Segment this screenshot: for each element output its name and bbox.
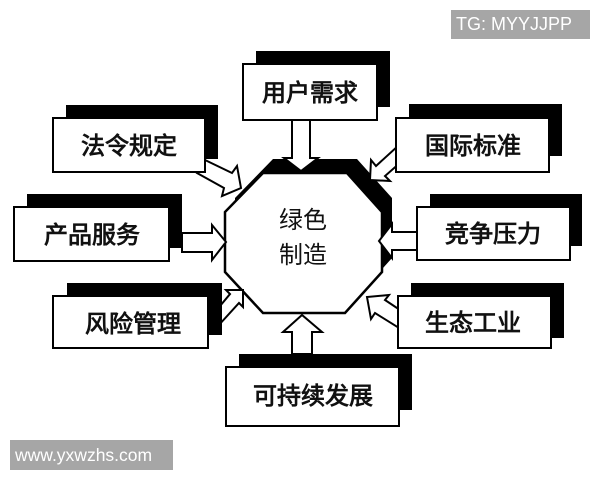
node-label: 国际标准 (425, 132, 521, 160)
node-eco-industry: 生态工业 (397, 283, 564, 349)
node-label: 用户需求 (262, 79, 358, 107)
node-regulations: 法令规定 (52, 105, 218, 173)
box (416, 206, 571, 261)
node-user-demand: 用户需求 (242, 51, 390, 121)
watermark-bottom-left: www.yxwzhs.com (10, 440, 173, 470)
center-octagon (223, 171, 384, 315)
node-label: 生态工业 (425, 309, 521, 337)
node-label: 产品服务 (44, 221, 141, 249)
watermark-top-right: TG: MYYJJPP (451, 10, 590, 39)
node-competition: 竞争压力 (416, 194, 582, 261)
arrow-down-icon (281, 119, 321, 173)
arrow-down-right-icon (195, 158, 243, 198)
box (242, 63, 378, 121)
box (52, 117, 206, 173)
node-intl-standards: 国际标准 (395, 104, 562, 173)
box (13, 206, 170, 262)
node-sustainability: 可持续发展 (225, 354, 412, 427)
node-product-service: 产品服务 (13, 194, 182, 262)
node-label: 竞争压力 (445, 220, 541, 248)
center-label-line2: 制造 (279, 241, 327, 269)
box (52, 295, 209, 349)
node-risk-management: 风险管理 (52, 283, 222, 349)
center-node: 绿色 制造 (223, 159, 392, 315)
box (225, 366, 400, 427)
node-label: 可持续发展 (253, 382, 373, 410)
arrow-right-icon (181, 222, 228, 263)
arrow-left-icon (377, 221, 418, 261)
box (395, 117, 550, 173)
node-label: 法令规定 (81, 132, 177, 160)
arrow-up-icon (280, 313, 325, 355)
center-label-line1: 绿色 (279, 206, 327, 234)
box (397, 295, 552, 349)
node-label: 风险管理 (85, 310, 181, 338)
